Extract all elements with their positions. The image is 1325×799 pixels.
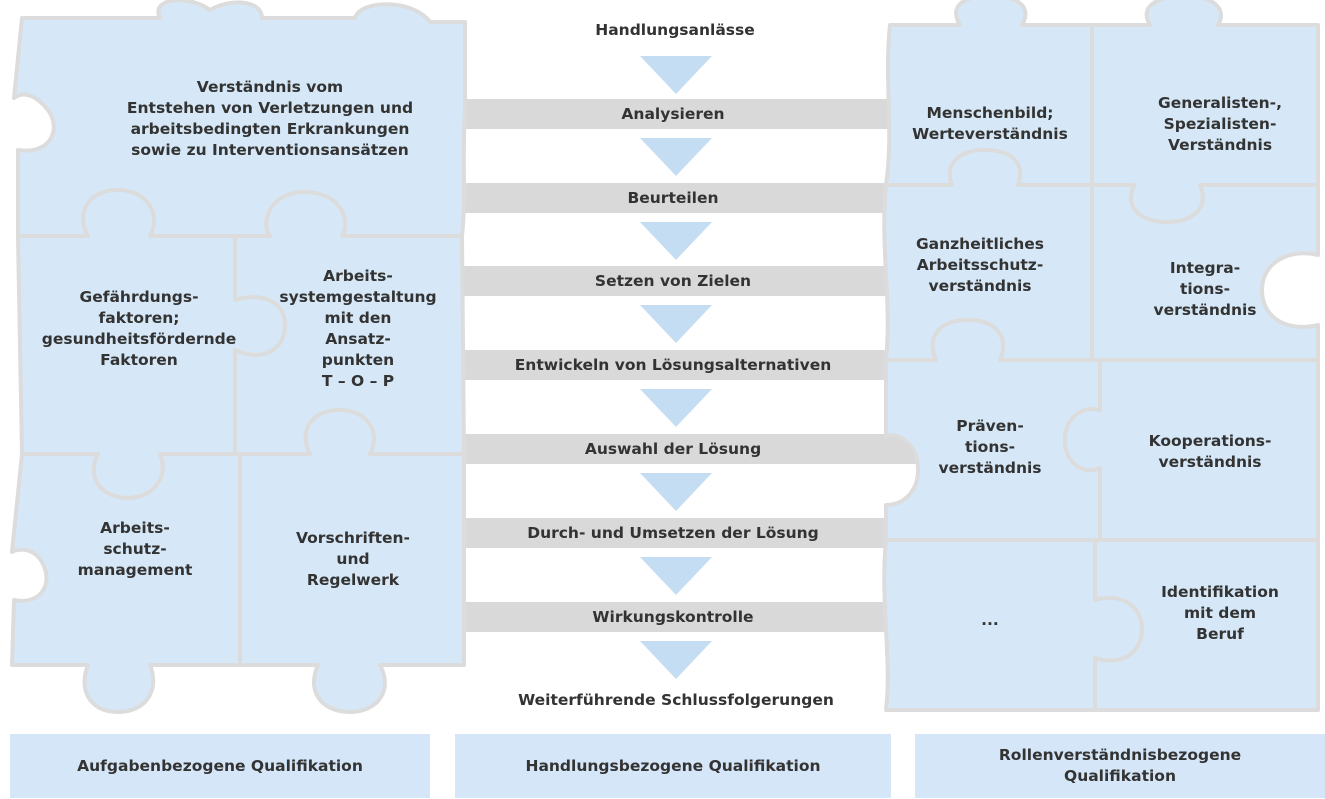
step-label: Beurteilen: [627, 189, 719, 207]
flow-arrows: [640, 56, 712, 679]
process-bands: [440, 99, 930, 632]
down-arrow-icon: [640, 557, 712, 595]
right-piece-r2-right-label: Integra- tions- verständnis: [1153, 259, 1257, 319]
right-piece-r4-right-label: Identifikation mit dem Beruf: [1161, 583, 1279, 643]
right-piece-r3-right-label: Kooperations- verständnis: [1148, 432, 1272, 471]
band-entwickeln: [440, 350, 910, 380]
footer-role-qualification: Rollenverständnisbezogene Qualifikation: [915, 734, 1325, 798]
step-label: Setzen von Zielen: [594, 272, 752, 290]
down-arrow-icon: [640, 473, 712, 511]
right-piece-r3-left-label: Präven- tions- verständnis: [938, 417, 1042, 477]
left-piece-bottom-right-label: Vorschriften- und Regelwerk: [296, 529, 410, 589]
left-piece-bottom-left-label: Arbeits- schutz- management: [77, 519, 193, 579]
left-puzzle: [10, 0, 467, 714]
step-label: Auswahl der Lösung: [584, 440, 762, 458]
band-analysieren: [440, 99, 910, 129]
right-piece-r1-right-label: Generalisten-, Spezialisten- Verständnis: [1157, 94, 1282, 154]
puzzle-piece-r3-right: [1063, 358, 1320, 542]
step-label: Wirkungskontrolle: [592, 608, 754, 626]
puzzle-piece-bottom-right: [238, 408, 466, 714]
footer-action-qualification: Handlungsbezogene Qualifikation: [455, 734, 891, 798]
footer-task-qualification: Aufgabenbezogene Qualifikation: [10, 734, 430, 798]
left-piece-mid-left-label: Gefährdungs- faktoren; gesundheitsförder…: [41, 288, 237, 369]
down-arrow-icon: [640, 56, 712, 94]
puzzle-piece-r2-right: [1090, 183, 1320, 362]
down-arrow-icon: [640, 305, 712, 343]
down-arrow-icon: [640, 222, 712, 260]
right-piece-r4-left-label: ...: [981, 611, 999, 629]
puzzle-piece-bottom-left: [10, 452, 242, 714]
step-label: Entwickeln von Lösungsalternativen: [514, 356, 832, 374]
down-arrow-icon: [640, 641, 712, 679]
right-piece-r1-left-label: Menschenbild; Werteverständnis: [912, 104, 1068, 143]
left-piece-top-label: Verständnis vom Entstehen von Verletzung…: [126, 78, 414, 159]
down-arrow-icon: [640, 389, 712, 427]
step-label: Durch- und Umsetzen der Lösung: [527, 524, 819, 542]
band-durch: [440, 518, 910, 548]
band-wirkung: [440, 602, 910, 632]
band-setzen: [440, 266, 910, 296]
right-piece-r2-left-label: Ganzheitliches Arbeitsschutz- verständni…: [915, 235, 1045, 295]
band-beurteilen: [440, 183, 910, 213]
down-arrow-icon: [640, 138, 712, 176]
flow-start-label: Handlungsanlässe: [595, 21, 755, 39]
left-piece-mid-right-label: Arbeits- systemgestaltung mit den Ansatz…: [279, 267, 437, 390]
band-auswahl: [440, 434, 930, 464]
flow-end-label: Weiterführende Schlussfolgerungen: [518, 691, 834, 709]
step-label: Analysieren: [621, 105, 725, 123]
right-puzzle: [882, 0, 1320, 712]
puzzle-piece-r4-right: [1093, 538, 1320, 712]
